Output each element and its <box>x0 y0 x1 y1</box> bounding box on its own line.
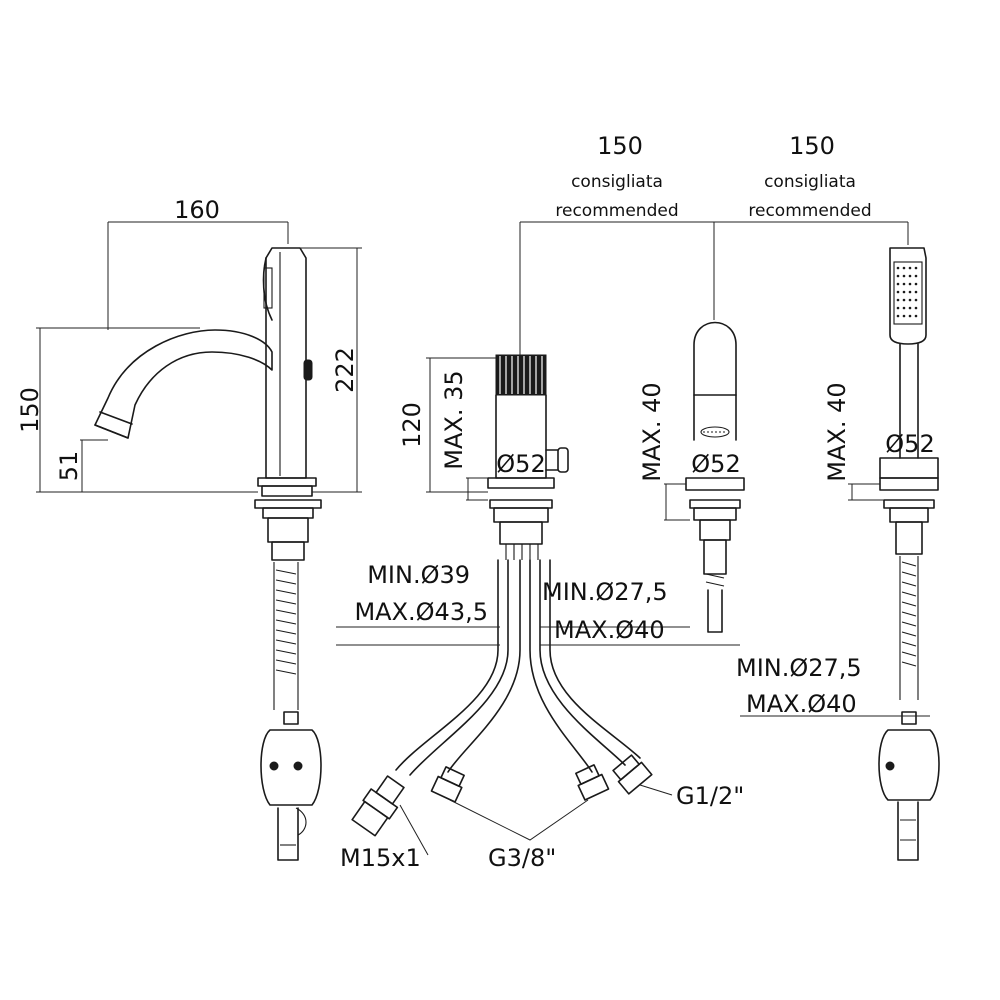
spacing-1-label: 150 <box>597 132 643 160</box>
spout-assembly <box>94 247 322 861</box>
mixer-base-dia-label: Ø52 <box>691 450 740 478</box>
nozzle-grid <box>896 266 918 318</box>
mixer-dimensions <box>664 483 690 521</box>
diverter-base-dia-label: Ø52 <box>496 450 545 478</box>
handshower-base-dia-label: Ø52 <box>885 430 934 458</box>
spacing-2-label: 150 <box>789 132 835 160</box>
spacing-1-note-en: recommended <box>555 201 678 221</box>
spout-height-total-label: 222 <box>331 347 359 393</box>
diverter-assembly <box>351 354 653 837</box>
spacing-2-note-en: recommended <box>748 201 871 221</box>
thread-g38-label: G3/8" <box>488 844 556 872</box>
spout-height-outlet-label: 150 <box>16 387 44 433</box>
handshower-deck-max-label: MAX. 40 <box>823 382 851 481</box>
diverter-hole-max-label: MAX.Ø43,5 <box>354 598 488 626</box>
spout-dimensions <box>36 221 362 493</box>
handshower-hole-min-label: MIN.Ø27,5 <box>736 654 862 682</box>
handshower-hole-max-label: MAX.Ø40 <box>746 690 857 718</box>
spacing-dimensions <box>520 221 909 320</box>
diverter-height-label: 120 <box>398 402 426 448</box>
spacing-1-note-it: consigliata <box>571 172 663 192</box>
diverter-dimensions <box>336 222 740 856</box>
spout-reach-label: 160 <box>174 196 220 224</box>
mixer-deck-max-label: MAX. 40 <box>638 382 666 481</box>
mixer-hole-max-label: MAX.Ø40 <box>554 616 665 644</box>
diverter-deck-max-label: MAX. 35 <box>440 370 468 469</box>
mixer-hole-min-label: MIN.Ø27,5 <box>542 578 668 606</box>
spacing-2-note-it: consigliata <box>764 172 856 192</box>
thread-m15-label: M15x1 <box>340 844 421 872</box>
diverter-hole-min-label: MIN.Ø39 <box>367 561 470 589</box>
handshower-dimensions <box>740 483 930 717</box>
spout-base-height-label: 51 <box>55 451 83 482</box>
mixer-assembly <box>685 321 745 633</box>
thread-g12-label: G1/2" <box>676 782 744 810</box>
handshower-assembly <box>878 247 940 861</box>
